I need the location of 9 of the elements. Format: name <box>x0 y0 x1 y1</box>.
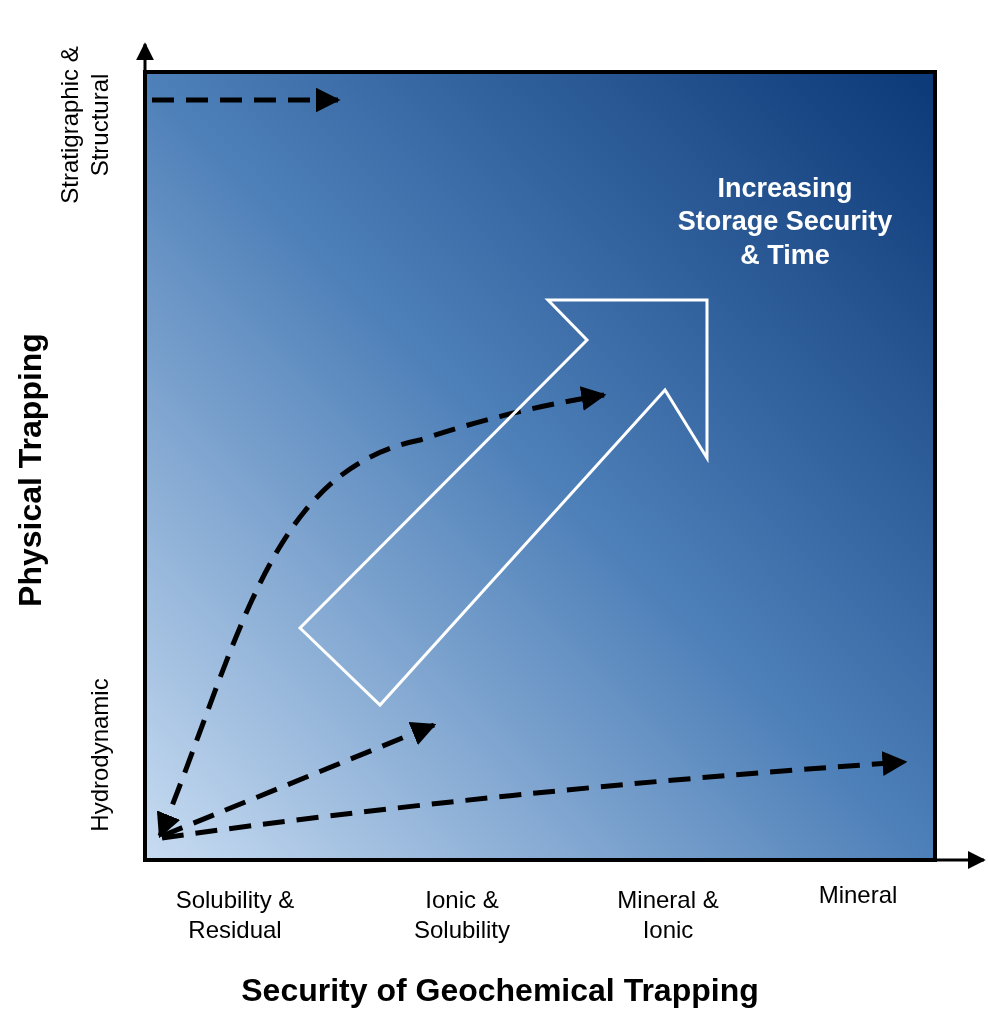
tick-label: Mineral & Ionic <box>616 885 720 945</box>
tick-label: Mineral <box>817 880 899 910</box>
tick-label: Stratigraphic & Structural <box>55 45 114 206</box>
axis-title: Security of Geochemical Trapping <box>240 971 760 1010</box>
tick-label: Ionic & Solubility <box>412 885 511 945</box>
annotation-text: Increasing Storage Security & Time <box>676 171 894 272</box>
tick-label: Solubility & Residual <box>174 885 296 945</box>
axis-title: Physical Trapping <box>11 332 49 609</box>
tick-label: Hydrodynamic <box>85 677 114 834</box>
